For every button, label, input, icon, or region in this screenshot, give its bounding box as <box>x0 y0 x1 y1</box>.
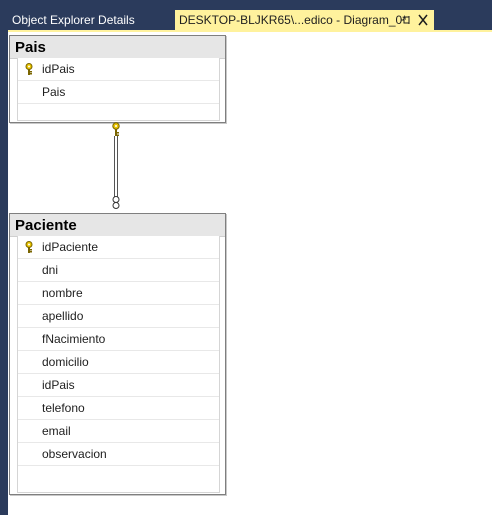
column-name: fNacimiento <box>42 332 106 346</box>
tab-diagram[interactable]: DESKTOP-BLJKR65\...edico - Diagram_0* <box>175 10 434 30</box>
column-row[interactable]: email <box>18 420 219 443</box>
table-pais-title: Pais <box>15 39 46 56</box>
column-name: nombre <box>42 286 83 300</box>
table-paciente-header[interactable]: Paciente <box>10 214 225 237</box>
table-paciente-title: Paciente <box>15 217 77 234</box>
column-name: Pais <box>42 85 66 99</box>
column-row[interactable]: dni <box>18 259 219 282</box>
table-paciente-columns: idPaciente dni nombre apellido fNacimien… <box>17 236 220 493</box>
tab-object-explorer-details[interactable]: Object Explorer Details <box>12 13 135 27</box>
pin-icon[interactable] <box>399 10 413 30</box>
key-icon <box>18 58 40 80</box>
close-icon[interactable] <box>416 10 430 30</box>
column-name: idPais <box>42 62 75 76</box>
column-name: dni <box>42 263 59 277</box>
column-row[interactable]: domicilio <box>18 351 219 374</box>
table-pais-header[interactable]: Pais <box>10 36 225 59</box>
column-row[interactable]: observacion <box>18 443 219 466</box>
column-row[interactable]: idPaciente <box>18 236 219 259</box>
tab-underline <box>8 30 492 32</box>
column-row[interactable]: fNacimiento <box>18 328 219 351</box>
table-paciente[interactable]: Paciente idPaciente dni no <box>9 213 226 495</box>
table-pais-columns: idPais Pais <box>17 58 220 121</box>
column-row[interactable]: apellido <box>18 305 219 328</box>
table-pais[interactable]: Pais idPais Pais <box>9 35 226 123</box>
column-name: domicilio <box>42 355 89 369</box>
relationship-line[interactable] <box>114 136 118 198</box>
infinity-icon <box>110 195 122 216</box>
column-name: idPais <box>42 378 75 392</box>
column-row[interactable]: idPais <box>18 58 219 81</box>
key-icon <box>18 236 40 258</box>
column-row[interactable]: nombre <box>18 282 219 305</box>
column-name: idPaciente <box>42 240 99 254</box>
left-frame <box>0 0 8 515</box>
column-row[interactable]: Pais <box>18 81 219 104</box>
column-name: telefono <box>42 401 85 415</box>
column-row[interactable]: telefono <box>18 397 219 420</box>
tab-diagram-label: DESKTOP-BLJKR65\...edico - Diagram_0* <box>179 13 407 27</box>
column-name: email <box>42 424 71 438</box>
column-row[interactable]: idPais <box>18 374 219 397</box>
relationship-one-end-key-icon <box>110 122 122 143</box>
column-name: apellido <box>42 309 84 323</box>
column-name: observacion <box>42 447 107 461</box>
